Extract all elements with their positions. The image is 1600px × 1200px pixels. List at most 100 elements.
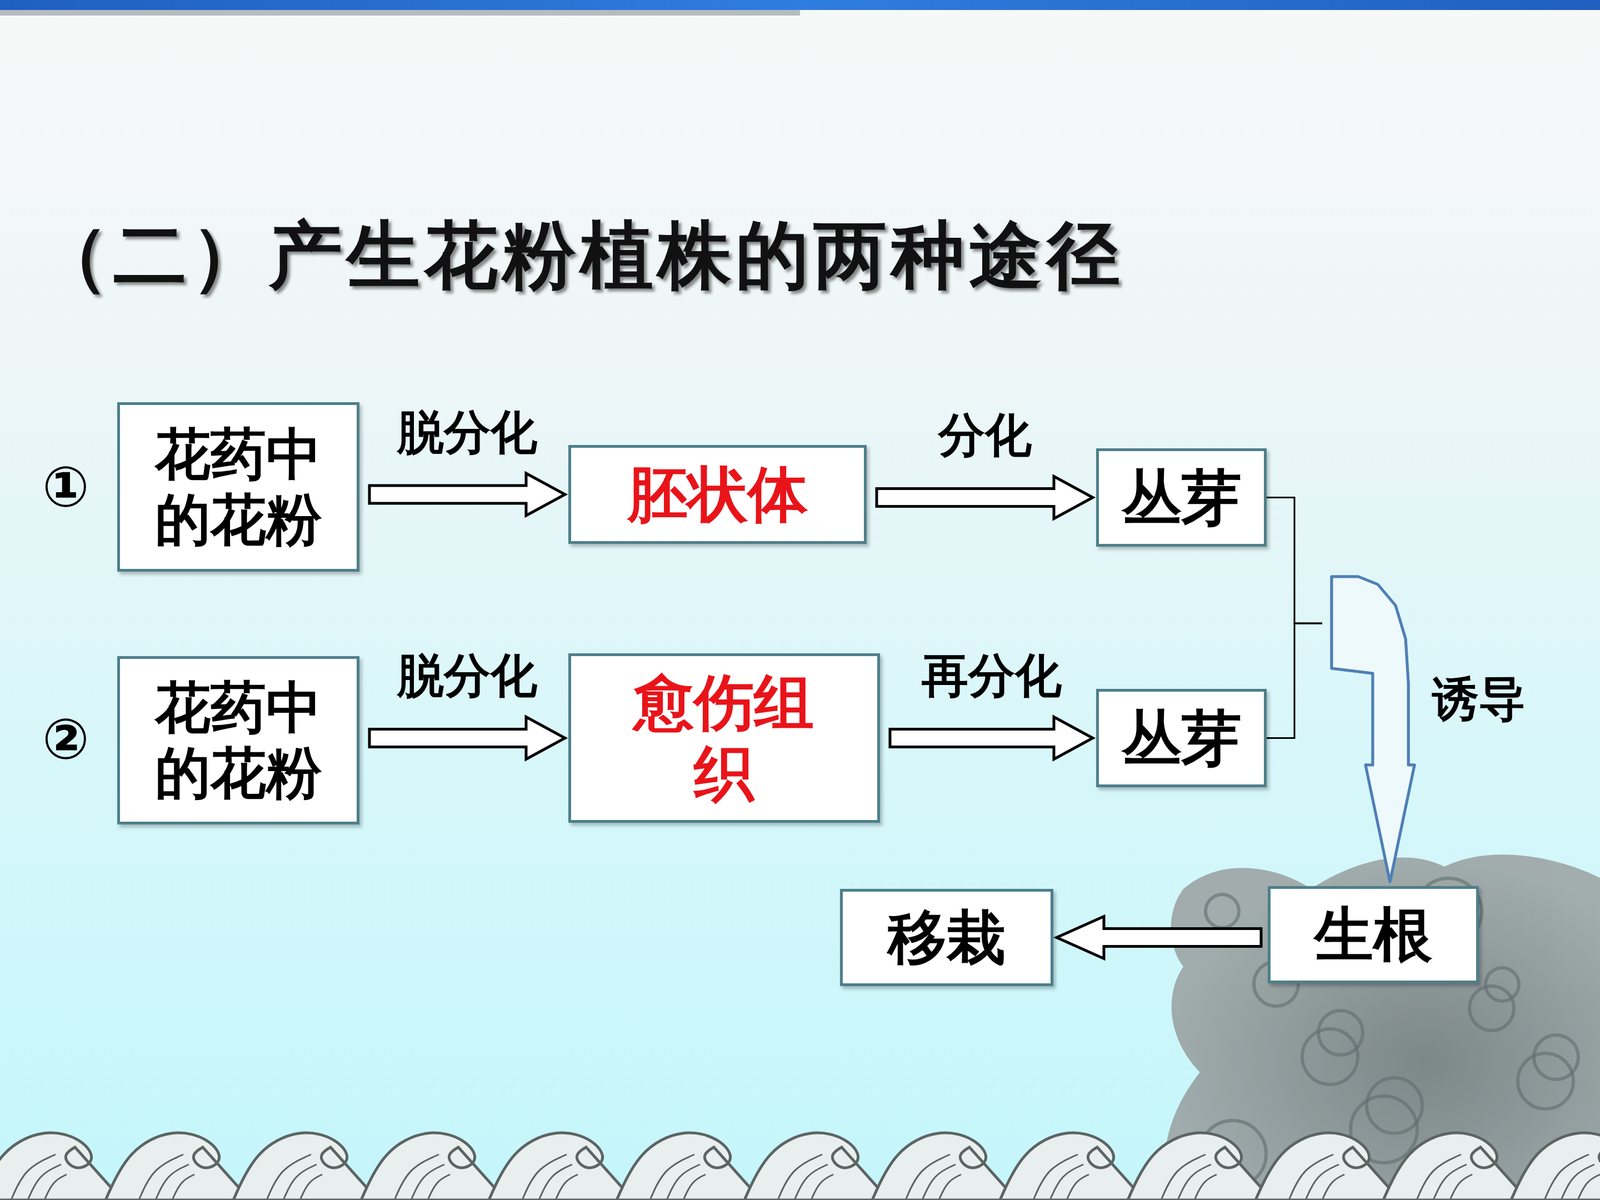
induction-arrow (1331, 576, 1415, 882)
wave-line (777, 1154, 823, 1200)
flow-arrow (369, 717, 565, 760)
wave-line (522, 1154, 567, 1200)
flow-arrow (1056, 916, 1262, 959)
dragon-scale (1469, 986, 1514, 1031)
wave-line (1561, 1164, 1595, 1200)
wave-line (394, 1154, 439, 1200)
wave-line (155, 1164, 189, 1200)
wave-line (555, 1174, 578, 1200)
wave-line (905, 1154, 950, 1200)
wave-line (266, 1154, 312, 1200)
wave-line (1305, 1164, 1339, 1200)
dragon-scale (1517, 1053, 1574, 1109)
edge-label: 脱分化 (397, 650, 538, 702)
box-text: 花药中 的花粉 (146, 675, 330, 807)
wave-line (1322, 1174, 1345, 1200)
wave-line (811, 1174, 834, 1200)
wave-line (44, 1174, 67, 1200)
dragon-scale (1318, 1010, 1363, 1055)
wave-line (922, 1164, 956, 1200)
wave-line (411, 1164, 445, 1200)
wave-line (1194, 1174, 1217, 1200)
wave-line (683, 1174, 706, 1200)
flow-arrow (1266, 497, 1415, 882)
wave-line (1544, 1154, 1589, 1200)
source-box: 花药中 的花粉 (117, 402, 360, 572)
wave-line (172, 1174, 195, 1200)
route-number: ① (42, 456, 90, 518)
edge-label: 再分化 (921, 650, 1062, 702)
box-text: 胚状体 (627, 458, 808, 530)
wave-line (283, 1164, 317, 1200)
edge-label: 诱导 (1432, 673, 1526, 725)
wave-line (1577, 1174, 1600, 1200)
dragon-scale (1485, 967, 1519, 1002)
wave-line (300, 1174, 323, 1200)
hollow-arrow (369, 473, 565, 516)
induction-arrow (1331, 576, 1415, 882)
wave-line (27, 1164, 62, 1200)
wave-crest (1255, 1132, 1400, 1200)
flow-arrow (890, 717, 1093, 760)
wave-line (138, 1154, 184, 1200)
bracket-line (1266, 623, 1323, 739)
dragon-scale (1302, 1028, 1358, 1085)
wave-crest (616, 1132, 762, 1200)
slide-title: （二）产生花粉植株的两种途径 (35, 206, 1125, 306)
embryoid-box: 胚状体 (568, 445, 867, 544)
box-text: 愈伤组织 (625, 667, 823, 809)
wave-line (1288, 1154, 1334, 1200)
flow-arrow (1266, 576, 1415, 882)
wave-crest (233, 1132, 378, 1200)
wave-line (1433, 1164, 1467, 1200)
top-bar (0, 0, 1600, 10)
wave-line (538, 1164, 573, 1200)
edge-label: 脱分化 (397, 406, 538, 458)
box-text: 移栽 (887, 902, 1006, 973)
wave-line (1161, 1154, 1206, 1200)
hollow-arrow (876, 476, 1093, 519)
wave-line (794, 1164, 828, 1200)
bracket-line (1266, 497, 1323, 624)
wave-crest (488, 1132, 634, 1200)
route-number: ② (42, 708, 90, 770)
wave-line (1050, 1164, 1084, 1200)
wave-line (1033, 1154, 1078, 1200)
wave-crest (361, 1132, 506, 1200)
rooting-box: 生根 (1267, 886, 1479, 984)
dragon-scale (1205, 894, 1239, 928)
wave-crest (1127, 1132, 1273, 1200)
hollow-arrow (369, 717, 565, 760)
source-box: 花药中 的花粉 (117, 656, 360, 825)
wave-crest (105, 1132, 250, 1200)
wave-line (938, 1174, 962, 1200)
shoot-box: 丛芽 (1096, 448, 1267, 547)
edge-label: 分化 (938, 409, 1032, 461)
hollow-arrow (1056, 916, 1262, 959)
wave-line (1066, 1174, 1089, 1200)
top-bar-shade (0, 10, 800, 16)
wave-crest (1000, 1132, 1145, 1200)
wave-crest (1383, 1132, 1528, 1200)
wave-line (1177, 1164, 1212, 1200)
wave-line (427, 1174, 450, 1200)
shoot-box: 丛芽 (1096, 688, 1267, 788)
wave-crest (1511, 1132, 1600, 1200)
hollow-arrow (890, 717, 1093, 760)
flow-arrow (369, 473, 565, 516)
wave-crest (0, 1132, 123, 1200)
dragon-scale (1533, 1035, 1579, 1080)
box-text: 丛芽 (1121, 462, 1242, 533)
box-text: 花药中 的花粉 (146, 421, 330, 553)
wave-line (1450, 1174, 1473, 1200)
dragon-scale (1366, 1077, 1423, 1134)
callus-box: 愈伤组织 (568, 653, 880, 823)
box-text: 生根 (1314, 900, 1433, 970)
wave-line (650, 1154, 695, 1200)
box-text: 丛芽 (1121, 702, 1242, 774)
wave-crest (744, 1132, 889, 1200)
wave-line (1416, 1154, 1462, 1200)
wave-crest (872, 1132, 1017, 1200)
flow-arrow (876, 476, 1093, 519)
